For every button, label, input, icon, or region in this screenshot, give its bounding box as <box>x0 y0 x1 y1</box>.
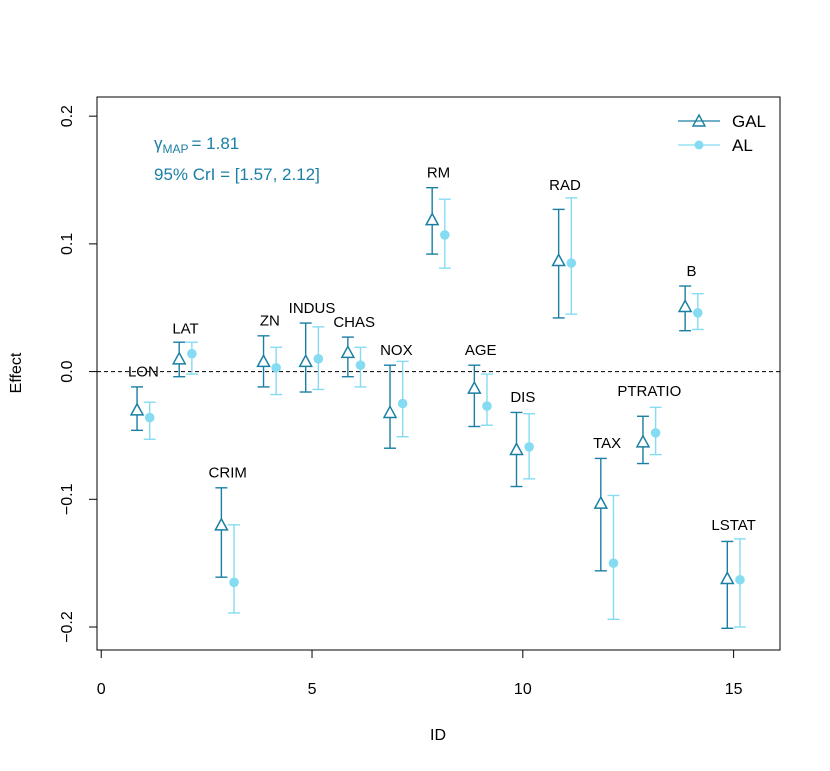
point-triangle-marker <box>340 344 356 359</box>
axes: 0 5 10 15 −0.2 −0.1 0.0 0.1 0.2 <box>59 105 743 698</box>
y-tick-label: −0.1 <box>59 483 76 515</box>
point-triangle-marker <box>171 351 187 365</box>
variable-label-rad: RAD <box>549 177 581 194</box>
point-triangle-marker <box>720 570 735 585</box>
point-triangle-marker <box>551 252 566 267</box>
point-triangle-marker <box>214 517 229 531</box>
point-circle-marker <box>397 398 408 409</box>
point-triangle-marker <box>129 402 145 416</box>
x-tick-label: 0 <box>97 681 106 698</box>
point-circle-marker <box>271 362 281 373</box>
point-triangle-marker <box>382 404 398 419</box>
point-triangle-marker <box>593 495 609 509</box>
variable-label-age: AGE <box>465 342 497 359</box>
point-triangle-marker <box>467 380 482 394</box>
variable-label-nox: NOX <box>380 342 413 359</box>
point-triangle-marker <box>298 353 313 368</box>
variable-label-lat: LAT <box>172 320 198 337</box>
variable-label-tax: TAX <box>593 435 621 452</box>
variable-label-lon: LON <box>128 364 159 381</box>
point-circle-marker <box>735 574 745 585</box>
variable-label-dis: DIS <box>510 389 535 406</box>
legend-gal-label: GAL <box>732 112 766 131</box>
point-circle-marker <box>229 577 239 588</box>
point-triangle-marker <box>677 298 693 313</box>
y-tick-label: 0.0 <box>59 360 76 382</box>
x-tick-label: 15 <box>725 681 743 698</box>
variable-label-crim: CRIM <box>209 465 247 482</box>
point-circle-marker <box>440 230 450 240</box>
variable-label-indus: INDUS <box>289 300 336 317</box>
point-triangle-marker <box>256 353 271 368</box>
y-axis-title: Effect <box>8 352 25 393</box>
legend-al-label: AL <box>732 136 753 155</box>
annotation-box: γMAP= 1.81 95% CrI = [1.57, 2.12] <box>154 134 320 184</box>
point-circle-marker <box>482 401 492 411</box>
point-circle-marker <box>650 428 661 438</box>
point-circle-marker <box>524 442 534 452</box>
point-triangle-marker <box>509 441 524 456</box>
legend-al-circle-icon <box>694 140 704 150</box>
interval-annotation: 95% CrI = [1.57, 2.12] <box>154 165 320 184</box>
y-tick-label: 0.2 <box>59 105 76 127</box>
point-triangle-marker <box>635 434 651 448</box>
variable-label-zn: ZN <box>260 313 280 330</box>
variable-label-b: B <box>686 263 696 280</box>
legend: GAL AL <box>678 112 766 155</box>
y-tick-label: −0.2 <box>59 611 76 643</box>
legend-gal-triangle-icon <box>691 113 707 127</box>
variable-label-lstat: LSTAT <box>711 517 755 534</box>
point-circle-marker <box>692 308 703 318</box>
variable-label-chas: CHAS <box>333 314 375 331</box>
point-circle-marker <box>566 258 577 268</box>
point-circle-marker <box>355 360 366 370</box>
series-al <box>143 197 746 628</box>
variable-label-ptratio: PTRATIO <box>617 383 681 400</box>
gamma-annotation: γMAP= 1.81 <box>154 134 239 156</box>
y-tick-label: 0.1 <box>59 233 76 255</box>
x-tick-label: 10 <box>514 681 532 698</box>
point-circle-marker <box>144 412 155 423</box>
variable-label-rm: RM <box>427 164 450 181</box>
point-circle-marker <box>313 354 324 364</box>
gamma-subscript: MAP <box>163 142 189 156</box>
x-axis-title: ID <box>430 727 446 744</box>
point-circle-marker <box>608 558 619 568</box>
data-marks <box>129 186 746 629</box>
series-gal <box>129 186 735 629</box>
point-triangle-marker <box>424 212 440 226</box>
point-circle-marker <box>187 348 197 359</box>
gamma-symbol: γ <box>154 134 163 153</box>
gamma-value: = 1.81 <box>192 134 240 153</box>
x-tick-label: 5 <box>308 681 317 698</box>
